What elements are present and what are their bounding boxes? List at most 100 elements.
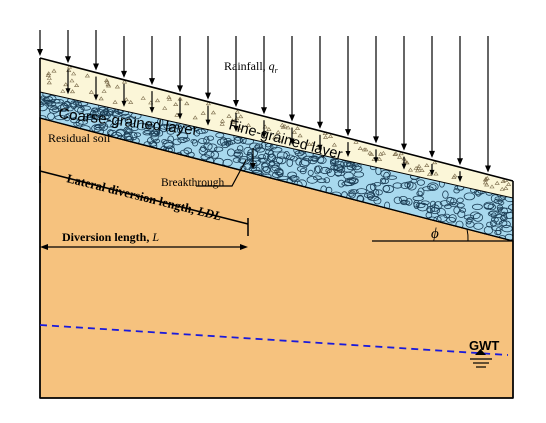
sand-speck	[84, 73, 90, 78]
breakthrough-pointer	[196, 159, 247, 187]
gravel-pebble	[442, 190, 449, 199]
fine-grained-layer	[40, 58, 513, 198]
sand-speck	[398, 151, 404, 156]
gravel-pebble	[417, 187, 425, 197]
gravel-pebble	[47, 112, 55, 121]
sand-speck	[416, 163, 422, 168]
gravel-pebble	[333, 164, 345, 171]
sand-speck	[162, 105, 168, 110]
gravel-pebble	[80, 105, 91, 111]
gravel-pebble	[382, 184, 395, 194]
rain-arrowhead	[37, 49, 43, 56]
lateral-diversion-dimension	[39, 166, 249, 236]
gravel-pebble	[237, 158, 249, 164]
gravel-pebble	[398, 196, 408, 203]
sand-speck	[272, 135, 278, 140]
gravel-pebble	[429, 200, 436, 208]
sand-speck	[404, 160, 410, 165]
gravel-pebble	[448, 214, 457, 223]
rain-arrowhead	[93, 94, 99, 101]
gravel-pebble	[433, 201, 443, 210]
gravel-pebble	[366, 193, 374, 200]
gravel-pebble	[406, 180, 414, 189]
sand-speck	[327, 134, 334, 138]
gravel-pebble	[130, 131, 138, 141]
gravel-pebble	[147, 137, 154, 145]
sand-speck	[506, 182, 512, 186]
gravel-pebble	[238, 156, 251, 165]
gravel-pebble	[163, 142, 175, 150]
sand-speck	[46, 75, 52, 80]
gravel-pebble	[161, 139, 168, 144]
sand-speck	[280, 124, 286, 129]
sand-speck	[140, 95, 146, 100]
gravel-pebble	[498, 220, 508, 227]
sand-speck	[433, 171, 439, 176]
gravel-pebble	[268, 153, 277, 161]
gravel-pebble	[387, 175, 398, 180]
gravel-pebble	[463, 192, 476, 201]
gravel-pebble	[453, 187, 460, 194]
gravel-pebble	[150, 133, 159, 142]
sand-speck	[483, 176, 489, 181]
gravel-pebble	[91, 107, 98, 114]
gravel-pebble	[381, 178, 389, 185]
sand-speck	[397, 154, 403, 159]
gravel-pebble	[226, 148, 235, 157]
gravel-pebble	[47, 105, 58, 111]
gravel-pebble	[465, 221, 475, 228]
gravel-pebble	[404, 181, 411, 188]
gravel-pebble	[366, 183, 376, 192]
gravel-pebble	[416, 179, 425, 186]
gravel-pebble	[147, 123, 154, 129]
gravel-pebble	[216, 138, 228, 146]
gravel-pebble	[415, 202, 426, 209]
sand-speck	[368, 152, 375, 156]
sand-speck	[229, 118, 236, 123]
gravel-pebble	[195, 128, 206, 134]
gravel-pebble	[48, 106, 59, 114]
sand-speck	[174, 112, 180, 117]
slope-angle-arc	[466, 228, 469, 242]
gravel-pebble	[486, 221, 493, 228]
gravel-pebble	[459, 207, 467, 213]
sand-speck	[415, 166, 422, 170]
gravel-pebble	[163, 123, 175, 130]
sand-speck	[173, 102, 179, 106]
sand-speck	[192, 115, 198, 120]
gravel-pebble	[90, 113, 100, 120]
gravel-pebble	[142, 130, 152, 136]
gravel-pebble	[159, 123, 168, 133]
gravel-pebble	[53, 99, 64, 104]
gravel-pebble	[166, 129, 175, 135]
sand-speck	[46, 80, 52, 85]
sand-speck	[419, 168, 425, 172]
gravel-pebble	[123, 131, 130, 138]
gravel-pebble	[346, 165, 357, 171]
gravel-pebble	[488, 210, 501, 216]
breakthrough-label: Breakthrough	[161, 177, 224, 189]
breakthrough-drip-arrowhead	[250, 163, 256, 169]
sand-speck	[63, 82, 69, 87]
gravel-pebble	[300, 158, 311, 166]
gravel-pebble	[355, 188, 368, 195]
gravel-pebble	[427, 182, 439, 192]
sand-pattern	[45, 64, 512, 191]
rain-arrowhead	[457, 158, 463, 166]
gravel-pebble	[370, 183, 377, 191]
gravel-pebble	[353, 171, 365, 178]
gravel-pebble	[136, 122, 147, 131]
sand-speck	[114, 84, 120, 89]
gravel-pebble	[44, 96, 53, 102]
gravel-pebble	[197, 138, 208, 144]
gravel-pebble	[329, 160, 336, 166]
gravel-pebble	[232, 157, 241, 163]
gravel-pebble	[54, 115, 67, 121]
gravel-pebble	[65, 112, 77, 119]
gravel-pebble	[172, 138, 182, 146]
gravel-pebble	[193, 129, 201, 137]
gravel-pebble	[74, 105, 85, 113]
sand-speck	[60, 88, 66, 93]
sand-speck	[123, 97, 129, 102]
gravel-pebble	[334, 171, 346, 177]
